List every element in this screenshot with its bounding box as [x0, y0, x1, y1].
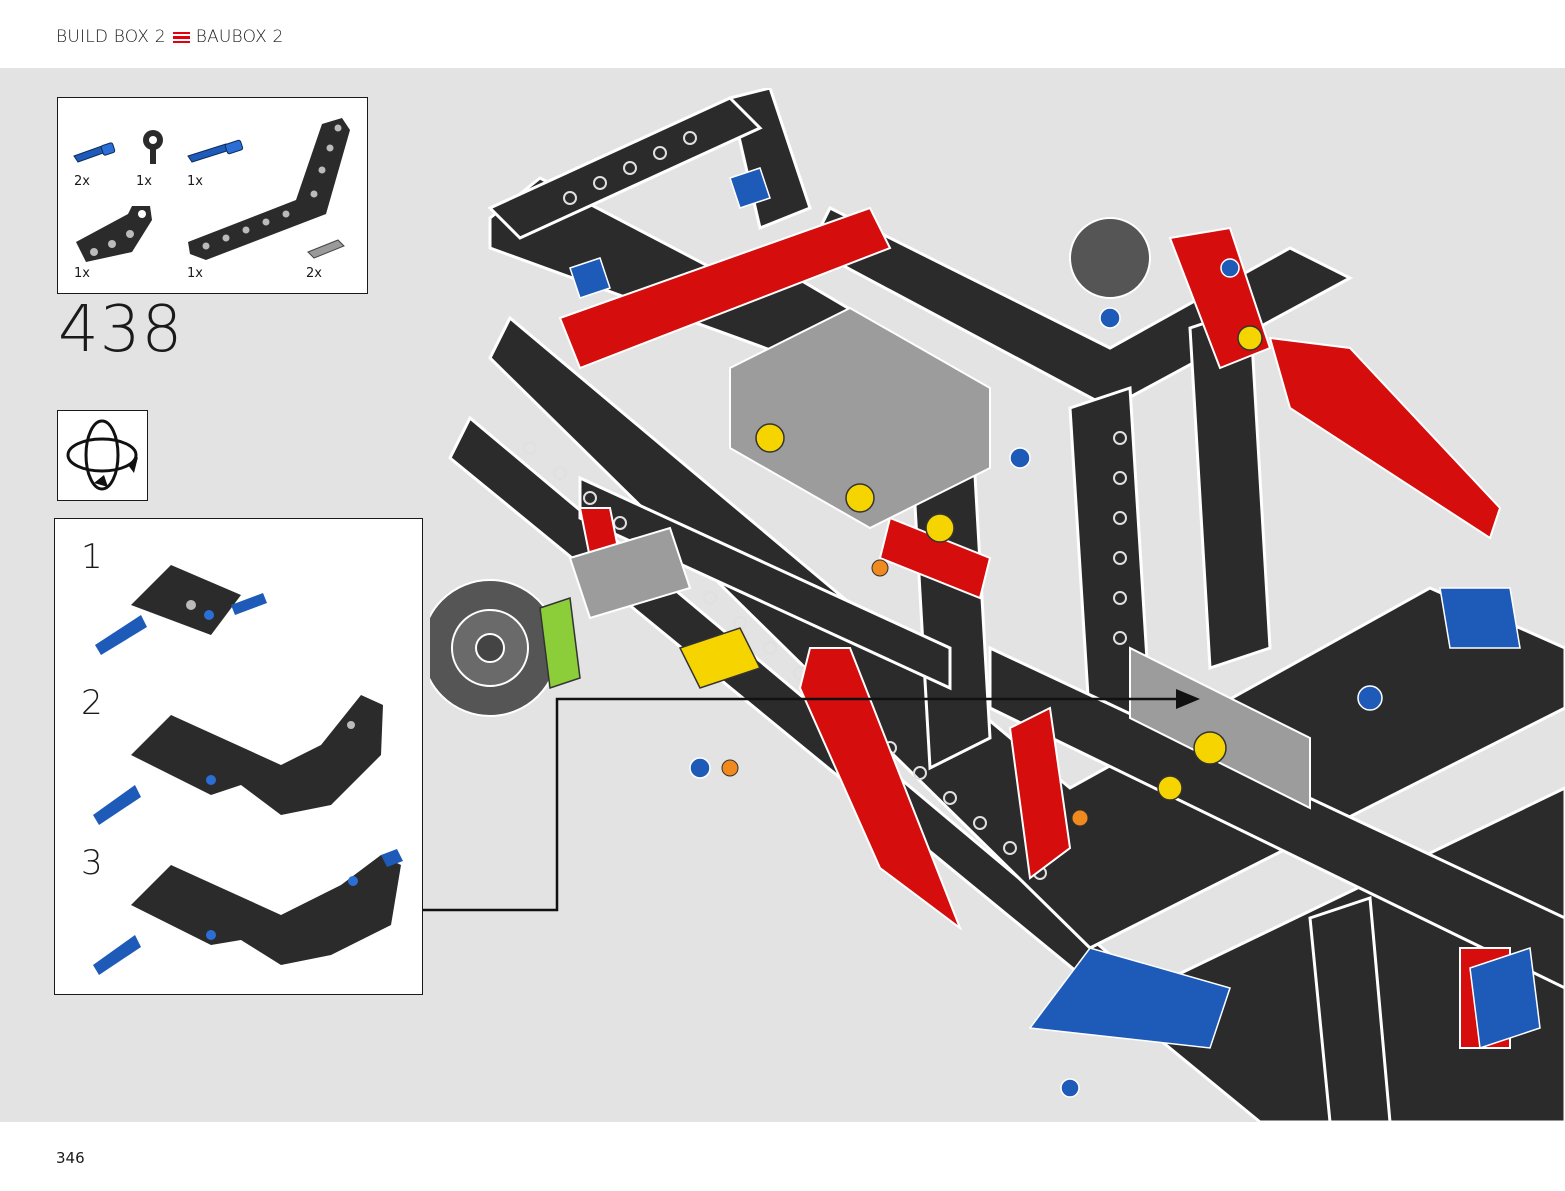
part-qty: 2x: [306, 266, 322, 281]
substep-2-illustration: [93, 695, 383, 825]
substep-number: 3: [81, 843, 103, 883]
page-number: 346: [56, 1149, 85, 1167]
grey-pin-icon: [307, 239, 345, 259]
substep-1-illustration: [95, 565, 267, 655]
part-qty: 1x: [74, 266, 90, 281]
blue-pin-icon: [73, 142, 116, 163]
header-left-label: BUILD BOX 2: [56, 27, 166, 47]
rotate-model-box: [57, 410, 148, 501]
wheel-hub: [430, 217, 1151, 717]
separator-lines-icon: [172, 31, 190, 44]
page-header: BUILD BOX 2 BAUBOX 2: [0, 0, 1565, 68]
substep-number: 1: [81, 537, 103, 577]
blue-axle-pin-icon: [187, 139, 244, 163]
part-qty: 1x: [187, 266, 203, 281]
step-number: 438: [58, 293, 184, 367]
part-qty: 1x: [136, 174, 152, 189]
callout-connector-arrow: [423, 689, 1200, 912]
instruction-stage: 2x 1x 1x 1x 1x 2x 438: [0, 68, 1565, 1122]
header-right-label: BAUBOX 2: [195, 27, 284, 47]
parts-list-box: 2x 1x 1x 1x 1x 2x: [57, 97, 368, 294]
part-qty: 1x: [187, 174, 203, 189]
build-box-label: BUILD BOX 2 BAUBOX 2: [56, 27, 284, 47]
rotate-model-icon: [66, 419, 138, 491]
page-footer: 346: [0, 1122, 1565, 1191]
black-bent-beam-icon: [188, 118, 350, 260]
part-qty: 2x: [74, 174, 90, 189]
substep-number: 2: [81, 683, 103, 723]
black-angled-beam-icon: [76, 206, 152, 262]
black-connector-icon: [143, 130, 163, 164]
substep-3-illustration: [93, 849, 403, 975]
model-illustration: [430, 88, 1565, 1122]
sub-assembly-box: 1 2 3: [54, 518, 423, 995]
